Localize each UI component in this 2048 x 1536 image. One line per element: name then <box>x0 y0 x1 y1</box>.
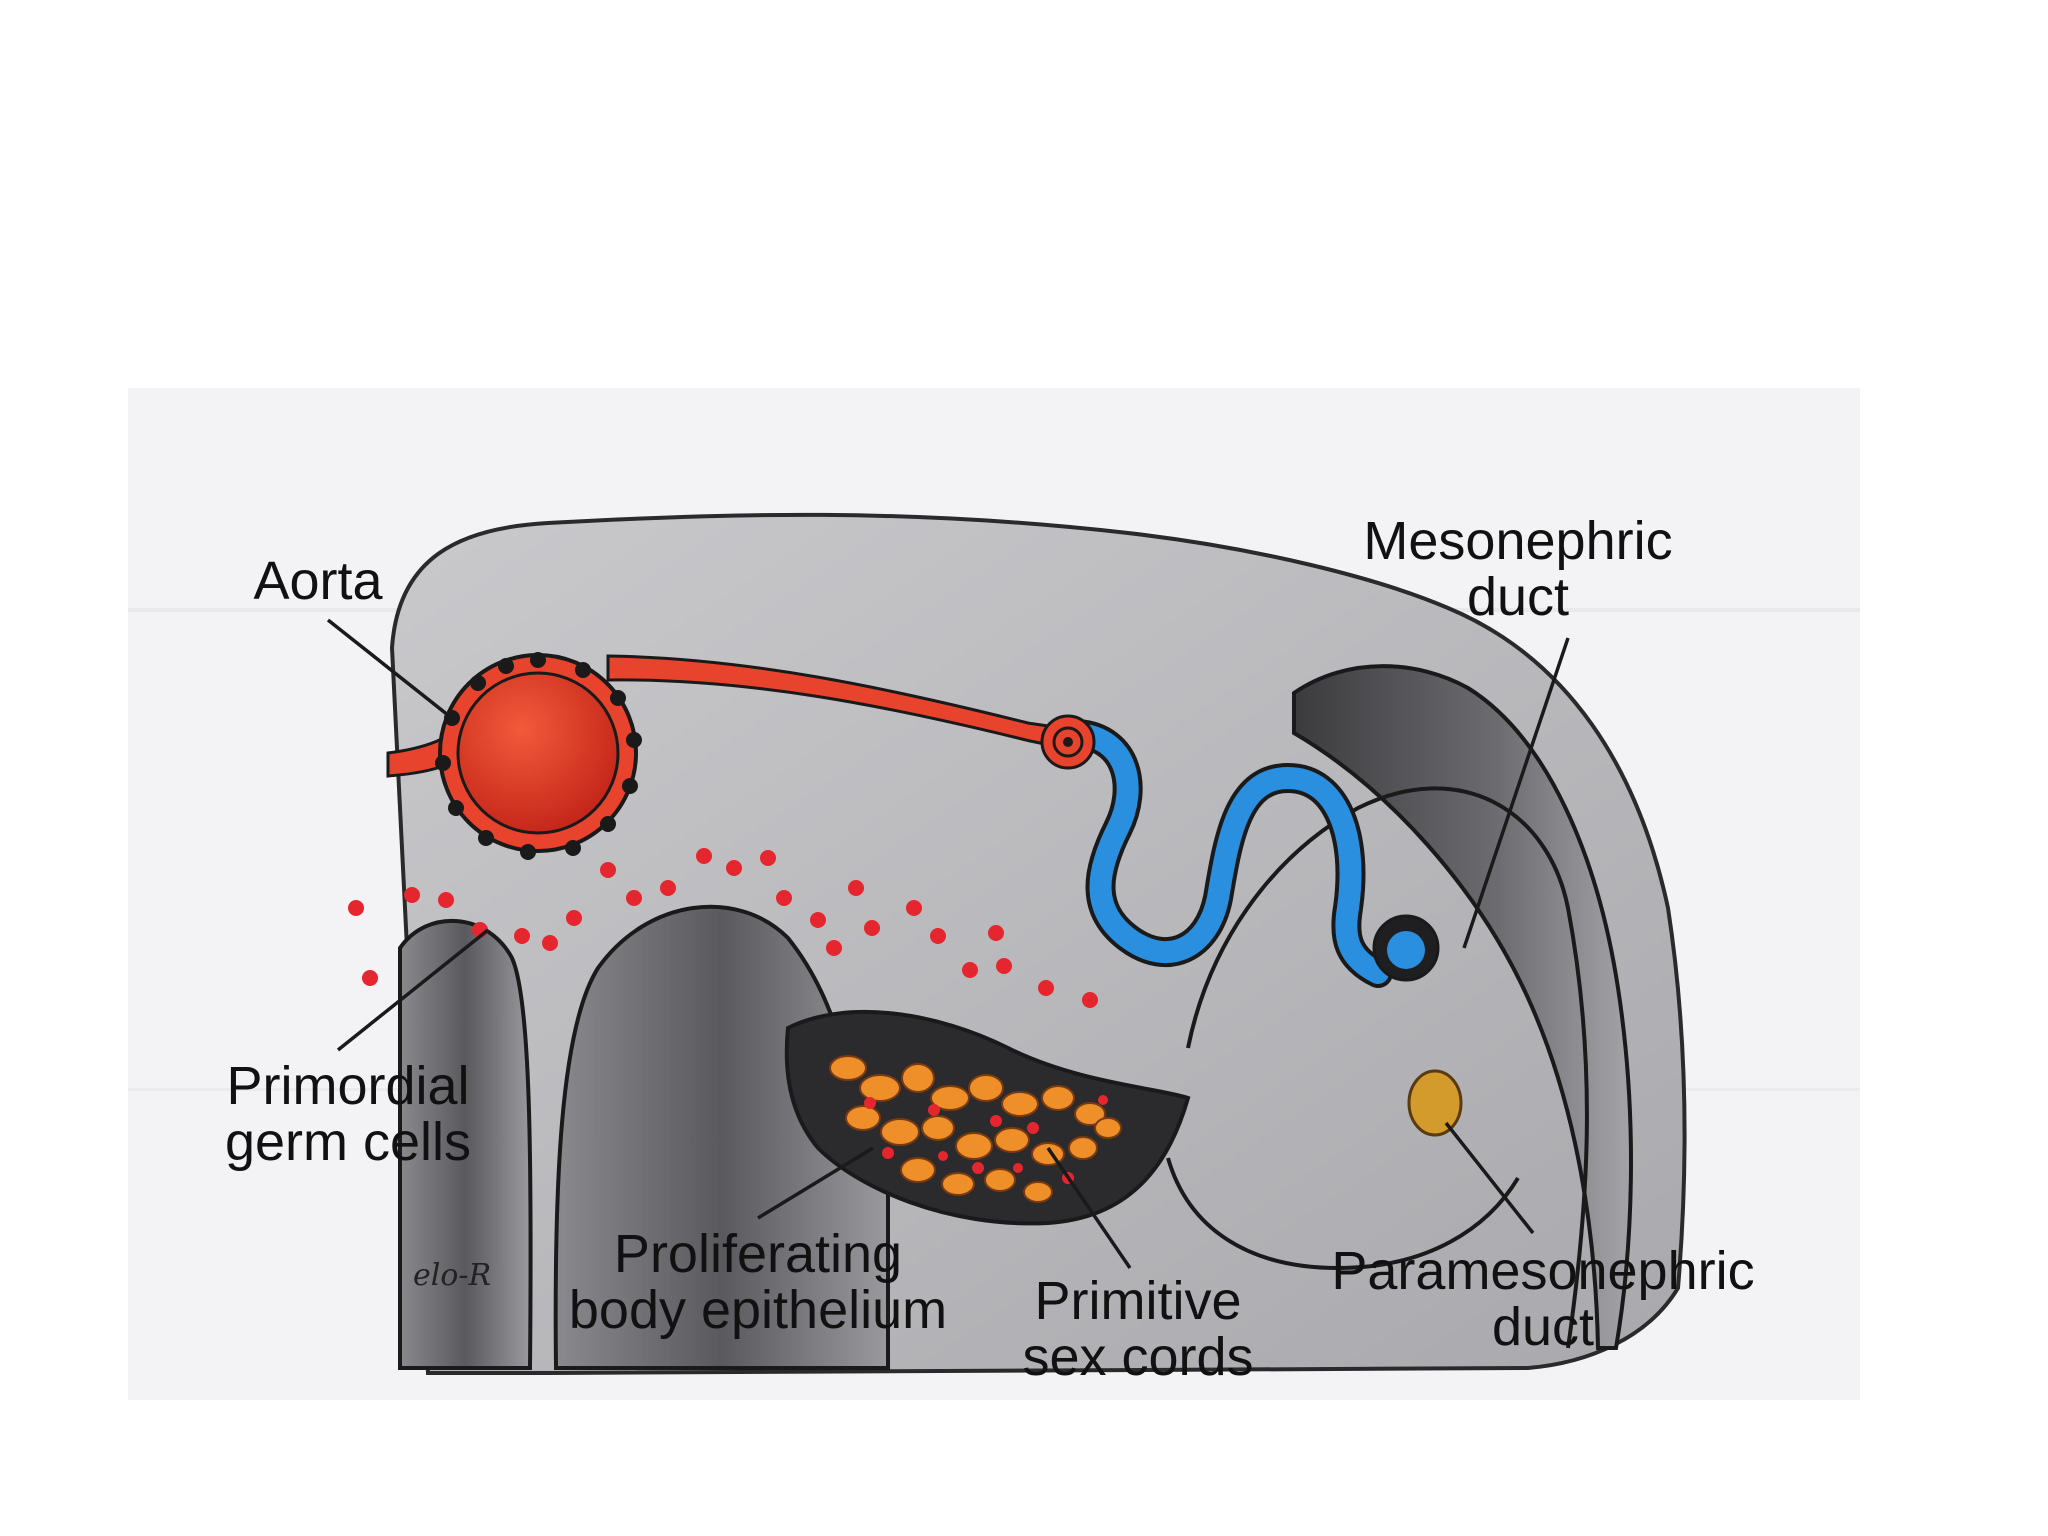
label-aorta-line-1: Aorta <box>253 551 383 611</box>
leader-lines <box>326 618 1570 1269</box>
leader-proliferating-epithelium <box>757 1146 874 1220</box>
germ-cells-in-cords <box>864 1095 1108 1184</box>
mesonephric-ridge-fold <box>1292 664 1633 1350</box>
diagram-canvas <box>128 512 1860 1375</box>
leader-mesonephric-duct <box>1462 637 1570 949</box>
gonadal-ridge <box>784 1009 1191 1226</box>
left-tissue-column <box>398 918 533 1370</box>
label-proliferating-line-1: Proliferating <box>613 1224 903 1284</box>
label-primitive-sex-cords-line-2: sex cords <box>1022 1327 1254 1387</box>
label-primitive-sex-cords: Primitive sex cords <box>1008 1273 1268 1385</box>
embryo-cross-section-figure: Aorta Mesonephric duct Primordial germ c… <box>128 388 1860 1400</box>
aorta-shape <box>435 652 642 860</box>
label-proliferating-line-2: body epithelium <box>568 1280 948 1340</box>
paramesonephric-duct-shape <box>1407 1069 1463 1137</box>
coelomic-epithelium-outline <box>1166 786 1589 1349</box>
leader-primordial-germ-cells <box>336 928 490 1052</box>
label-primordial-germ-cells-line-2: germ cells <box>224 1112 472 1172</box>
glomerular-coil <box>1040 714 1096 770</box>
label-mesonephric-duct-line-2: duct <box>1466 567 1570 627</box>
label-aorta: Aorta <box>228 553 408 609</box>
label-primordial-germ-cells: Primordial germ cells <box>198 1058 498 1170</box>
label-paramesonephric-duct-line-2: duct <box>1491 1297 1595 1357</box>
primitive-sex-cords-shapes <box>829 1055 1122 1203</box>
mesonephric-tubule-fill <box>1067 723 1389 984</box>
leader-paramesonephric-duct <box>1444 1121 1535 1235</box>
label-paramesonephric-duct-line-1: Paramesonephric <box>1331 1241 1755 1301</box>
label-primordial-germ-cells-line-1: Primordial <box>226 1056 470 1116</box>
label-proliferating-body-epithelium: Proliferating body epithelium <box>558 1226 958 1338</box>
leader-aorta <box>326 618 460 725</box>
illustrator-signature: elo-R <box>413 1258 492 1293</box>
primordial-germ-cells-dots <box>348 848 1098 1008</box>
leader-primitive-sex-cords <box>1046 1147 1132 1269</box>
label-paramesonephric-duct: Paramesonephric duct <box>1313 1243 1773 1355</box>
label-mesonephric-duct: Mesonephric duct <box>1338 513 1698 625</box>
label-mesonephric-duct-line-1: Mesonephric <box>1363 511 1673 571</box>
label-primitive-sex-cords-line-1: Primitive <box>1034 1271 1242 1331</box>
mesonephric-duct-lumen <box>1387 931 1425 969</box>
